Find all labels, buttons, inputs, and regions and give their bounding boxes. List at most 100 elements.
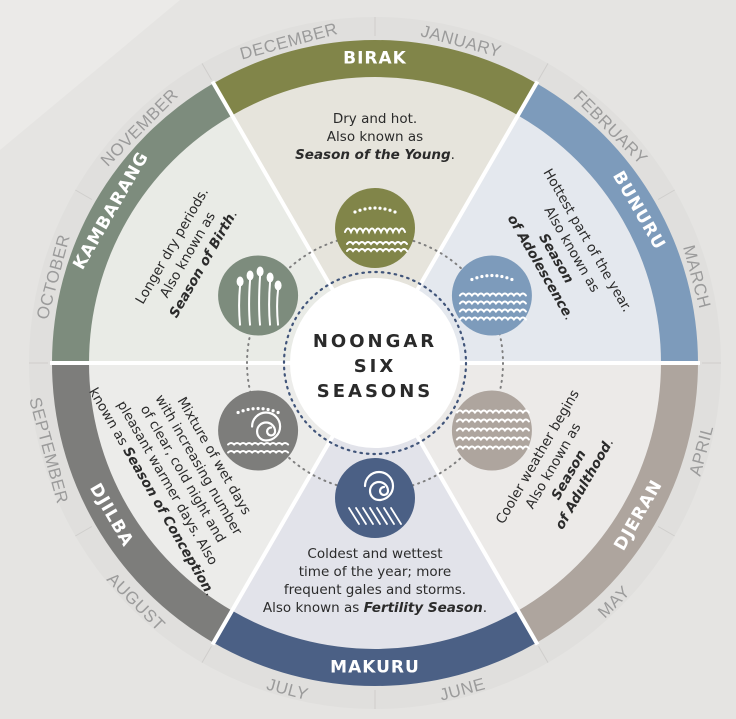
dot — [500, 274, 504, 279]
dot — [271, 409, 275, 413]
wave-stroke — [455, 409, 530, 415]
month-tick — [75, 189, 93, 200]
dot — [470, 277, 474, 282]
dot — [353, 210, 357, 214]
dot — [256, 406, 260, 411]
wave-stroke — [455, 418, 530, 424]
description-line: Dry and hot. — [333, 111, 417, 127]
center-disc — [290, 278, 460, 448]
stem-stroke — [268, 281, 272, 326]
dot — [495, 274, 499, 278]
description-line: Season of the Young. — [295, 147, 455, 163]
description-tail: . — [561, 311, 577, 323]
center-title-line3: SEASONS — [317, 381, 433, 402]
season-band-djilba — [52, 363, 232, 643]
month-tick — [75, 526, 93, 537]
season-name-birak: BIRAK — [343, 49, 407, 69]
sea-waves-icon — [451, 255, 532, 336]
season-icons — [218, 188, 532, 538]
season-band-bunuru — [518, 83, 698, 363]
description-tail: . — [601, 436, 617, 448]
wave-stroke — [346, 248, 408, 253]
month-tick — [538, 645, 549, 663]
icon-disc — [451, 255, 532, 336]
wave-stroke — [458, 300, 527, 306]
month-tick — [657, 526, 675, 537]
rain-stroke — [348, 507, 360, 525]
center-circle: NOONGAR SIX SEASONS — [282, 270, 468, 456]
description-line: Coldest and wettest — [307, 546, 442, 562]
dot — [261, 407, 265, 411]
description-line: Also known as Fertility Season. — [263, 600, 487, 616]
icon-disc — [335, 188, 415, 268]
stem-stroke — [276, 289, 280, 326]
wind-swirl-icon — [218, 390, 299, 471]
bud — [246, 270, 254, 281]
season-name-makuru: MAKURU — [330, 658, 420, 678]
swirl-stroke — [250, 411, 282, 442]
dot — [480, 274, 484, 279]
season-description-makuru: Coldest and wettest time of the year; mor… — [263, 546, 487, 616]
dotted-ring — [246, 234, 504, 492]
season-panel-kambarang — [89, 115, 375, 363]
season-panel-djilba — [89, 363, 375, 611]
center-title-line1: NOONGAR — [313, 331, 437, 352]
cool-waves-icon — [451, 390, 532, 471]
season-band-djeran — [518, 363, 698, 643]
center-title-line2: SIX — [354, 356, 397, 377]
description-tail: . — [225, 207, 241, 219]
dot — [475, 276, 479, 280]
center-dotted-border — [282, 270, 468, 456]
description-line: frequent gales and storms. — [284, 582, 466, 598]
dot — [383, 207, 387, 211]
dot — [393, 210, 397, 214]
description-line: time of the year; more — [299, 564, 451, 580]
rain-stroke — [376, 507, 388, 525]
stem-stroke — [238, 285, 242, 326]
description-tail: . — [202, 587, 218, 599]
bud — [266, 272, 274, 283]
icon-dotted-ring — [246, 234, 504, 492]
dot — [368, 206, 372, 210]
month-tick — [657, 189, 675, 200]
swirl-stroke — [363, 470, 395, 502]
dot — [490, 273, 494, 278]
wave-stroke — [455, 427, 530, 433]
description-tail: . — [483, 600, 487, 616]
wave-stroke — [458, 308, 527, 314]
description-emphasis: Season of the Young — [295, 147, 451, 163]
description-emphasis: Fertility Season — [364, 600, 483, 616]
description-tail: . — [451, 147, 455, 163]
wave-stroke — [458, 316, 527, 322]
season-band-birak — [213, 39, 537, 116]
dot — [266, 407, 270, 412]
corner-shade — [0, 0, 180, 150]
month-tick — [201, 63, 212, 81]
sun-waves-icon — [335, 188, 415, 268]
wave-stroke — [455, 445, 530, 451]
month-tick — [201, 645, 212, 663]
dot — [388, 208, 392, 212]
bud — [256, 266, 264, 277]
dot — [510, 277, 514, 282]
dot — [276, 410, 280, 415]
storm-swirl-icon — [335, 458, 415, 538]
dot — [505, 276, 509, 280]
rain-stroke — [362, 507, 374, 525]
month-tick — [538, 63, 549, 81]
bud — [274, 280, 282, 291]
dot — [236, 410, 240, 415]
dot — [485, 274, 489, 278]
season-band-makuru — [213, 610, 537, 686]
season-band-kambarang — [52, 83, 232, 363]
dot — [363, 207, 367, 211]
rain-stroke — [383, 507, 395, 525]
rain-stroke — [390, 507, 402, 525]
season-panel-djeran — [375, 363, 661, 611]
dot — [241, 409, 245, 413]
rain-stroke — [369, 507, 381, 525]
description-prefix: Also known as — [263, 600, 364, 616]
wave-stroke — [455, 436, 530, 442]
